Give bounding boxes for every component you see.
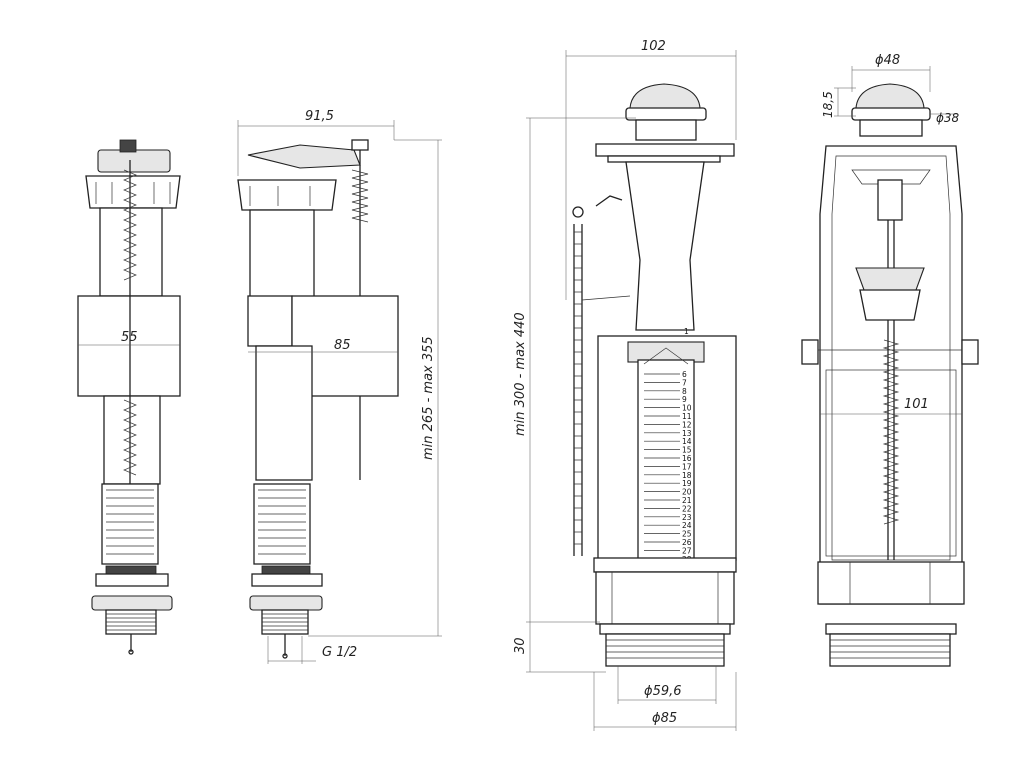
scale-label: 21 (682, 496, 692, 505)
dim-101-label: 101 (904, 397, 929, 412)
dim-91-5-label: 91,5 (305, 109, 334, 124)
scale-top-label: 1 (684, 327, 689, 336)
dim-thread-label: G 1/2 (322, 645, 357, 660)
scale-label: 16 (682, 454, 692, 463)
scale-label: 15 (682, 446, 692, 455)
scale-label: 25 (682, 530, 692, 539)
dim-55-label: 55 (121, 330, 138, 345)
scale-label: 8 (682, 387, 687, 396)
dim-flush-range-label: min 300 - max 440 (513, 312, 528, 436)
fill-valve-front-view: 55 (77, 139, 181, 655)
scale-label: 27 (682, 546, 692, 555)
dim-phi59-6-label: ϕ59,6 (644, 684, 682, 699)
scale-label: 18 (682, 471, 692, 480)
scale-label: 10 (682, 404, 692, 413)
dim-phi85-label: ϕ85 (652, 711, 677, 726)
dim-85-label: 85 (334, 338, 351, 353)
scale-label: 23 (682, 513, 692, 522)
dim-102-label: 102 (641, 39, 666, 54)
flush-valve-side-view: ϕ48 18,5 ϕ38 (801, 53, 979, 667)
scale-label: 13 (682, 429, 692, 438)
scale-label: 11 (682, 412, 692, 421)
dim-phi48-label: ϕ48 (875, 53, 900, 68)
scale-label: 6 (682, 370, 687, 379)
scale-label: 26 (682, 538, 692, 547)
dim-inlet-range-label: min 265 - max 355 (421, 336, 436, 460)
scale-label: 22 (682, 504, 692, 513)
scale-label: 14 (682, 437, 692, 446)
flush-valve-front-view: 102 1 6789101112131415161718192021222324… (513, 39, 737, 731)
scale-label: 9 (682, 395, 687, 404)
scale-label: 19 (682, 479, 692, 488)
dim-phi38-label: ϕ38 (936, 111, 960, 125)
scale-label: 20 (682, 488, 692, 497)
fill-valve-side-view: 91,5 85 min 265 - max 355 (237, 109, 442, 664)
scale-label: 7 (682, 378, 687, 387)
dim-30-label: 30 (513, 637, 528, 654)
dim-18-5-label: 18,5 (821, 91, 835, 118)
scale-label: 17 (682, 462, 692, 471)
scale-label: 24 (682, 521, 692, 530)
scale-label: 12 (682, 420, 692, 429)
